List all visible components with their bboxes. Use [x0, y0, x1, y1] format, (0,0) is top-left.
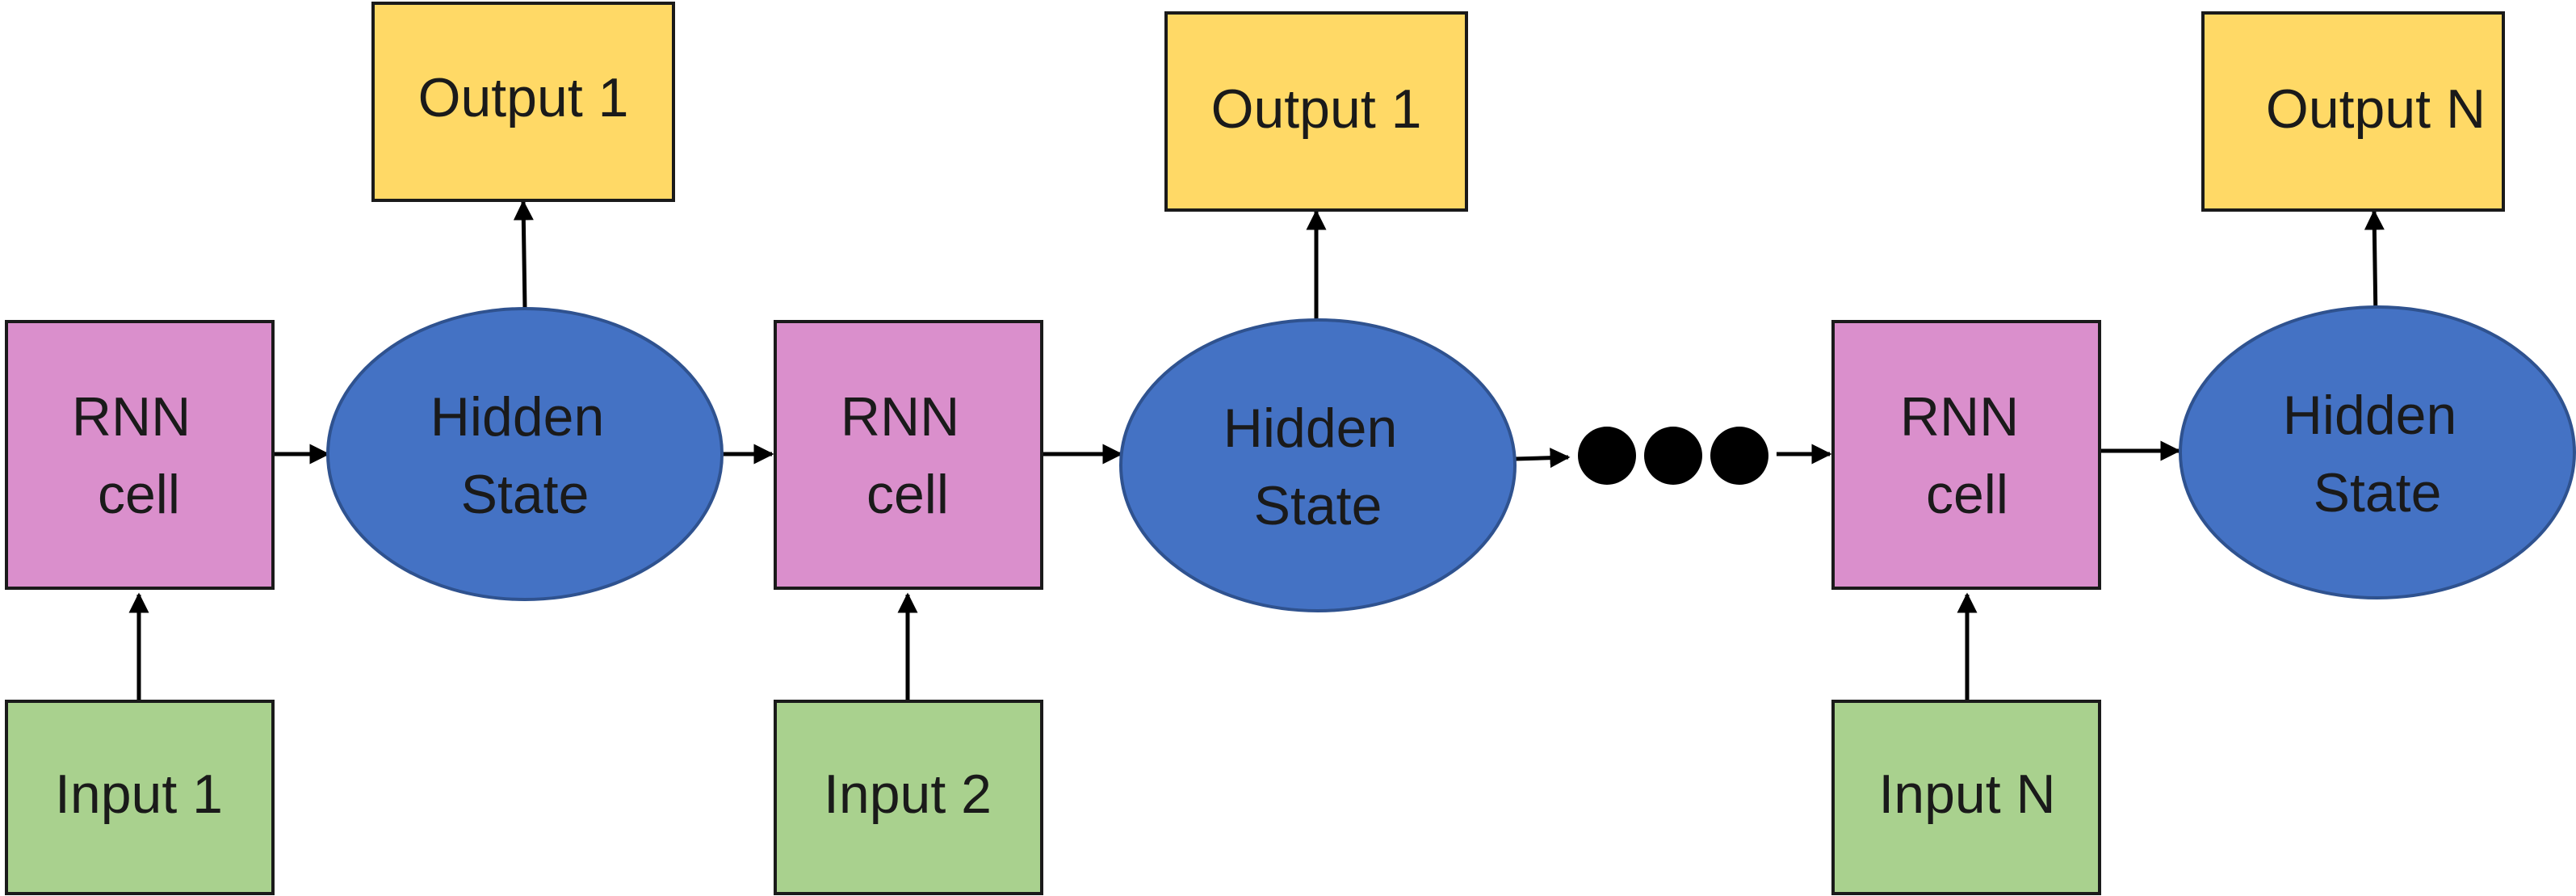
rnn-cell-label-line2: cell — [1926, 464, 2008, 525]
input-label: Input 2 — [824, 763, 992, 825]
three-dots-icon — [1578, 427, 1768, 485]
rnn-cell-label: RNN cell — [72, 386, 206, 525]
output-label: Output N — [2266, 78, 2486, 140]
rnn-cell-label-line1: RNN — [1900, 386, 2019, 448]
output-box — [371, 2, 675, 202]
output-box — [1164, 11, 1468, 212]
input-box — [5, 700, 275, 895]
hidden-state-label-line1: Hidden — [430, 386, 605, 448]
output-box — [2201, 11, 2505, 212]
hidden-state-label: Hidden State — [430, 386, 619, 525]
rnn-cell-label: RNN cell — [841, 386, 975, 525]
rnn-cell-label-line1: RNN — [841, 386, 959, 448]
hidden-state-label: Hidden State — [2283, 385, 2472, 524]
arrow-hidden2-to-ellipsis — [1514, 448, 1571, 469]
hidden-state-ellipse — [326, 307, 724, 601]
hidden-state-label-line2: State — [1254, 475, 1382, 536]
output-label: Output 1 — [418, 67, 629, 128]
rnn-cell-label-line2: cell — [866, 464, 949, 525]
hidden-state-label: Hidden State — [1223, 398, 1412, 536]
input-label: Input N — [1878, 763, 2055, 825]
hidden-state-label-line2: State — [2314, 462, 2442, 524]
rnn-cell-box — [1831, 320, 2101, 590]
dot-1 — [1578, 427, 1636, 485]
step-n: Output N RNN cell Hidden State Input N — [1831, 11, 2576, 895]
arrow-hiddenN-to-outputN — [2364, 209, 2385, 321]
step-1: Output 1 RNN cell Hidden State Input 1 — [5, 2, 724, 895]
rnn-cell-box — [774, 320, 1043, 590]
rnn-cell-label: RNN cell — [1900, 386, 2034, 525]
arrows — [128, 200, 2385, 701]
hidden-state-label-line1: Hidden — [1223, 398, 1398, 459]
dot-3 — [1710, 427, 1768, 485]
output-label: Output 1 — [1211, 78, 1422, 140]
arrow-hidden1-to-output1 — [513, 200, 534, 309]
input-box — [774, 700, 1043, 895]
hidden-state-label-line2: State — [461, 464, 589, 525]
input-box — [1831, 700, 2101, 895]
hidden-state-label-line1: Hidden — [2283, 385, 2457, 446]
input-label: Input 1 — [55, 763, 223, 825]
rnn-cell-label-line1: RNN — [72, 386, 191, 448]
dot-2 — [1644, 427, 1702, 485]
hidden-state-ellipse — [2179, 305, 2576, 599]
hidden-state-ellipse — [1119, 318, 1517, 612]
step-2: Output 1 RNN cell Hidden State Input 2 — [774, 11, 1517, 895]
rnn-cell-box — [5, 320, 275, 590]
rnn-cell-label-line2: cell — [98, 464, 180, 525]
